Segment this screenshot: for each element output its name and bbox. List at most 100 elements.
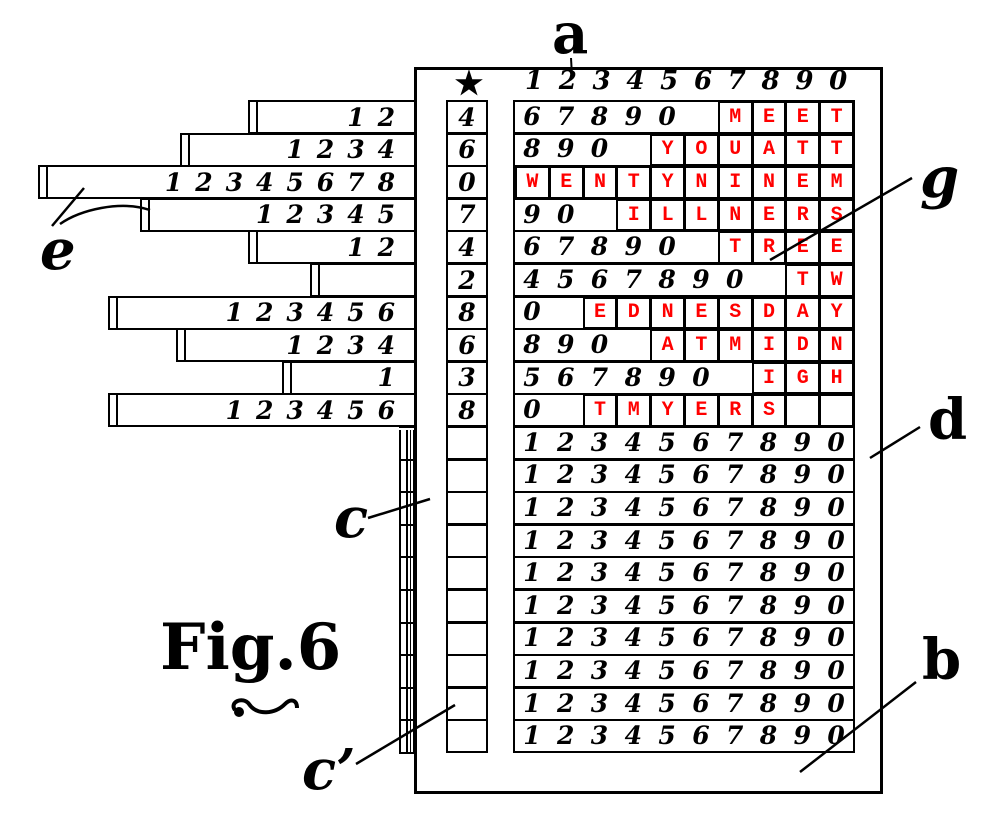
grid-digit: 1	[523, 590, 541, 620]
grid-digit: 6	[692, 623, 710, 653]
grid-digit: 9	[624, 232, 642, 262]
grid-digit: 7	[725, 688, 744, 718]
strip-stack-tick	[399, 523, 415, 526]
grid-digit: 0	[827, 460, 845, 490]
grid-digit: 8	[759, 460, 778, 490]
grid-digit: 0	[725, 264, 744, 294]
grid-digit: 3	[590, 558, 609, 588]
grid-digit: 7	[725, 558, 744, 588]
strip-stack-c	[399, 430, 415, 754]
grid-digit: 3	[590, 623, 609, 653]
grid-digit: 8	[759, 492, 778, 522]
leader-b	[799, 681, 917, 773]
blank-cell	[819, 394, 854, 427]
strip-edge	[116, 297, 118, 328]
grid-digit: 6	[692, 721, 710, 751]
grid-digit: 8	[759, 525, 778, 555]
grid-digit: 6	[692, 492, 710, 522]
strip-digits: 12345678	[164, 167, 408, 197]
label-c-prime: c’	[302, 737, 356, 803]
grid-digit: 8	[759, 623, 778, 653]
grid-digit: 0	[556, 199, 575, 229]
header-digit: 7	[727, 66, 746, 96]
grid-digit: 1	[523, 427, 541, 457]
label-b: b	[922, 627, 962, 693]
header-digit: 4	[626, 66, 645, 96]
strip-stack-tick	[399, 654, 415, 657]
strip-digits: 1234	[286, 330, 408, 360]
grid-digit: 3	[590, 655, 609, 685]
grid-digit: 0	[590, 134, 609, 164]
left-strip[interactable]: 1	[282, 360, 416, 395]
left-strip[interactable]: 1234	[176, 328, 416, 363]
grid-digit: 7	[590, 362, 609, 392]
grid-digit: 9	[556, 329, 575, 359]
strip-digits: 12345	[256, 200, 408, 230]
strip-digits: 123456	[225, 395, 408, 425]
grid-digit: 7	[725, 427, 744, 457]
grid-digit: 9	[793, 558, 811, 588]
grid-digit: 1	[523, 525, 541, 555]
grid-digit: 2	[556, 590, 575, 620]
grid-digit: 9	[692, 264, 710, 294]
grid-digit: 2	[556, 558, 575, 588]
grid-digit: 6	[523, 101, 541, 131]
grid-digit: 7	[624, 264, 642, 294]
label-e: e	[40, 217, 76, 283]
grid-digit: 4	[624, 558, 642, 588]
grid-digit: 3	[590, 460, 609, 490]
strip-edge	[116, 395, 118, 426]
grid-digit: 9	[556, 134, 575, 164]
grid-digit: 1	[523, 655, 541, 685]
leader-g	[769, 176, 913, 262]
grid-digit: 5	[523, 362, 541, 392]
grid-digit: 6	[692, 460, 710, 490]
header-digit: 9	[795, 66, 814, 96]
strip-stack-tick	[399, 458, 415, 461]
strip-stack-tick	[399, 719, 415, 722]
cipher-letter: A	[650, 329, 685, 362]
grid-digit: 9	[523, 199, 541, 229]
grid-digit: 2	[556, 427, 575, 457]
grid-digit: 7	[725, 721, 744, 751]
grid-digit: 6	[692, 427, 710, 457]
grid-digit: 8	[523, 329, 541, 359]
grid-digit: 7	[725, 590, 744, 620]
grid-digit: 4	[624, 721, 642, 751]
left-strip[interactable]: 123456	[108, 295, 416, 330]
grid-digit: 6	[556, 362, 575, 392]
grid-digit: 9	[793, 721, 811, 751]
grid-digit: 0	[827, 655, 845, 685]
left-strip[interactable]: 123456	[108, 393, 416, 428]
grid-digit: 5	[658, 525, 676, 555]
grid-digit: 4	[624, 655, 642, 685]
grid-digit: 9	[793, 525, 811, 555]
strip-stack-tick	[399, 556, 415, 559]
cipher-letter: E	[819, 231, 854, 264]
header-digit: 5	[660, 66, 679, 96]
strip-edge	[148, 199, 150, 230]
grid-digit: 9	[793, 655, 811, 685]
grid-digit: 2	[556, 492, 575, 522]
leader-e	[59, 204, 151, 226]
grid-digit: 2	[556, 525, 575, 555]
grid-digit: 3	[590, 525, 609, 555]
leader-e2	[51, 187, 85, 227]
strip-edge	[256, 232, 258, 263]
strip-stack-tick	[399, 686, 415, 689]
grid-digit: 9	[793, 688, 811, 718]
grid-digit: 5	[658, 492, 676, 522]
grid-digit: 4	[624, 590, 642, 620]
grid-digit: 8	[759, 655, 778, 685]
grid-digit: 2	[556, 623, 575, 653]
grid-digit: 6	[523, 232, 541, 262]
grid-digit: 3	[590, 721, 609, 751]
grid-digit: 8	[523, 134, 541, 164]
grid-digit: 9	[624, 101, 642, 131]
leader-d	[869, 425, 921, 460]
grid-digit: 1	[523, 558, 541, 588]
grid-digit: 7	[556, 101, 575, 131]
strip-digits: 12	[347, 102, 408, 132]
grid-digit: 0	[523, 395, 541, 425]
grid-digit: 5	[658, 590, 676, 620]
